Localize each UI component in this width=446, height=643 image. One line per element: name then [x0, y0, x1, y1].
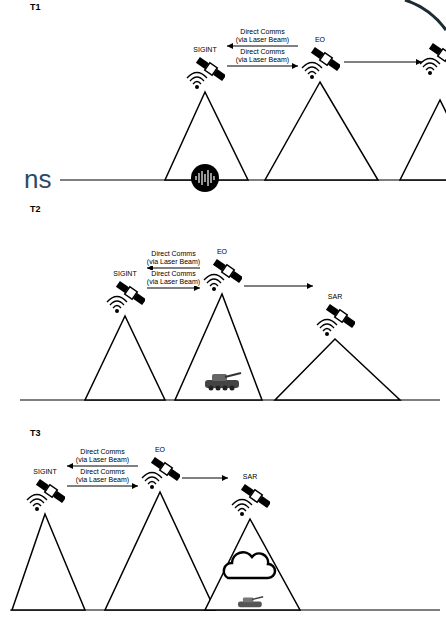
comms-arrow [182, 478, 228, 479]
comms-arrow [147, 268, 200, 269]
satellite-label: SIGINT [113, 269, 136, 278]
panel-label: T2 [30, 204, 41, 214]
satellite-icon [202, 258, 242, 298]
satellite-label: EO [217, 247, 227, 256]
satellite-label: SAR [328, 292, 342, 301]
cloud-icon [224, 552, 275, 578]
satellite-node: SIGINT [183, 38, 227, 96]
coverage-triangle [400, 100, 446, 180]
satellite-label: SIGINT [193, 45, 216, 54]
satellite-icon [230, 483, 270, 523]
slide-text: ns [24, 164, 51, 195]
coverage-triangle [265, 82, 378, 180]
satellite-node: SAR [228, 465, 272, 523]
slide-border [405, 0, 446, 30]
ground-line [60, 179, 446, 180]
signal-icon [191, 164, 219, 192]
coverage-triangle [85, 316, 165, 400]
satellite-node: EO [298, 28, 342, 86]
satellite-node: SIGINT [23, 460, 67, 518]
satellite-icon [420, 42, 446, 75]
satellite-icon [315, 303, 355, 343]
comms-arrow [344, 62, 422, 63]
satellite-icon [140, 456, 180, 496]
satellite-icon [300, 46, 340, 86]
tank-icon [205, 373, 241, 391]
coverage-triangle [275, 339, 400, 400]
comms-arrow [67, 486, 138, 487]
satellite-node: EO [138, 438, 182, 496]
comms-arrow [227, 66, 298, 67]
edge-label: Direct Comms (via Laser Beam) [146, 250, 201, 266]
satellite-icon [25, 478, 65, 518]
panel-label: T3 [30, 428, 41, 438]
satellite-label: SIGINT [33, 467, 56, 476]
coverage-triangle [12, 514, 85, 610]
panel-label: T1 [30, 2, 41, 12]
satellite-label: SAR [243, 472, 257, 481]
satellite-node: SIGINT [103, 262, 147, 320]
edge-label: Direct Comms (via Laser Beam) [235, 28, 290, 44]
satellite-label: EO [315, 35, 325, 44]
comms-arrow [147, 288, 200, 289]
satellite-node: EO [200, 240, 244, 298]
satellite-node: SAR [313, 285, 357, 343]
satellite-icon [185, 56, 225, 96]
comms-arrow [67, 466, 138, 467]
satellite-label: EO [155, 445, 165, 454]
coverage-triangle [205, 519, 300, 610]
edge-label: Direct Comms (via Laser Beam) [75, 448, 130, 464]
satellite-icon [105, 280, 145, 320]
coverage-triangle [175, 294, 262, 400]
edge-label: Direct Comms (via Laser Beam) [146, 270, 201, 286]
edge-label: Direct Comms (via Laser Beam) [75, 468, 130, 484]
comms-arrow [244, 286, 313, 287]
tank-icon [238, 597, 263, 608]
comms-arrow [227, 46, 298, 47]
coverage-triangle [105, 492, 215, 610]
edge-label: Direct Comms (via Laser Beam) [235, 48, 290, 64]
